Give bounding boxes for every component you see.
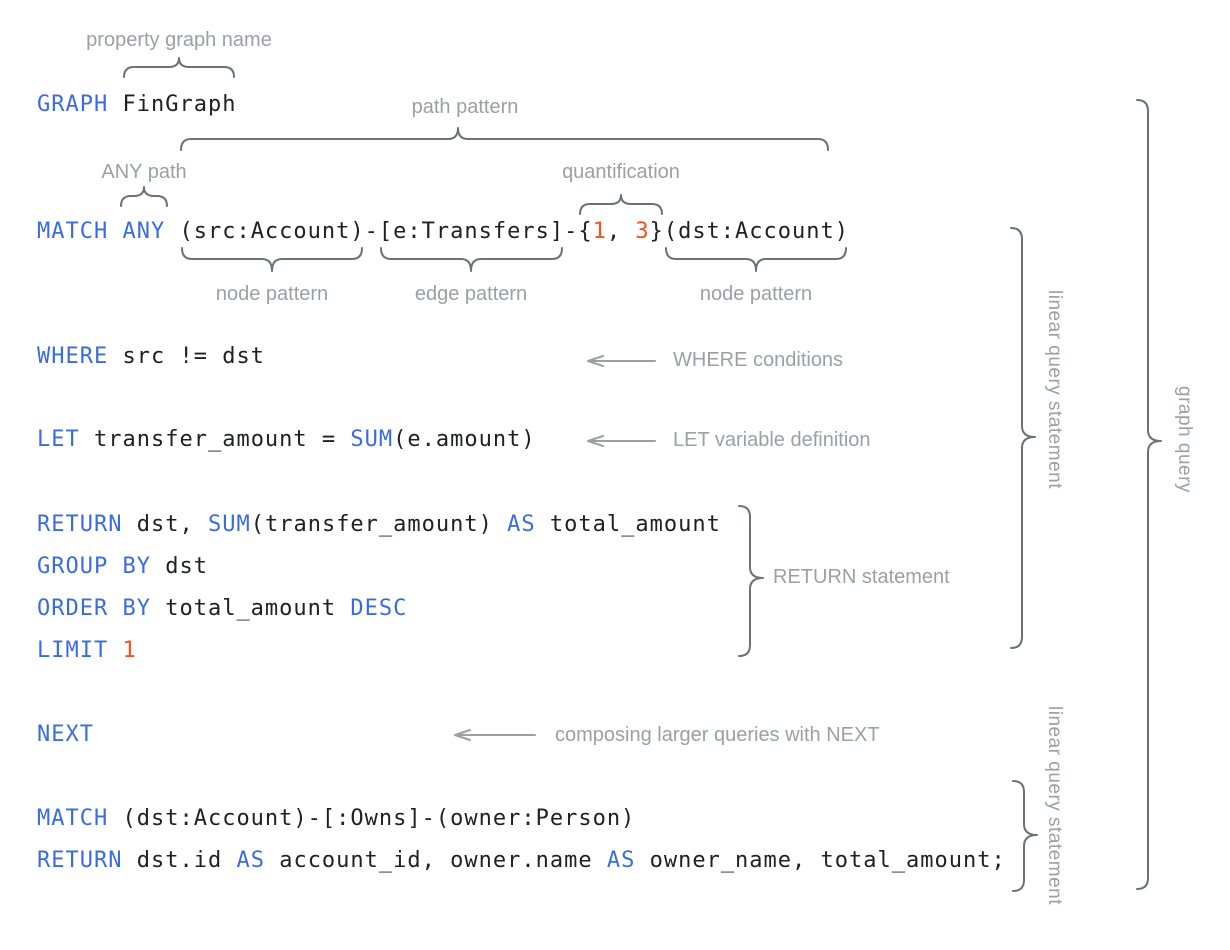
brace-path-pattern — [180, 127, 829, 151]
code-text: (src:Account)-[e:Transfers]-{ — [165, 219, 593, 244]
code-line-let: LET transfer_amount = SUM(e.amount) — [37, 427, 536, 453]
left-arrow-icon — [454, 729, 536, 741]
label-let-variable-definition: LET variable definition — [673, 429, 871, 451]
number-literal: 1 — [122, 638, 137, 663]
code-line-match-2: MATCH (dst:Account)-[:Owns]-(owner:Perso… — [37, 806, 635, 832]
code-line-limit: LIMIT 1 — [37, 638, 137, 664]
keyword: WHERE — [37, 344, 109, 369]
label-where-conditions: WHERE conditions — [673, 349, 844, 371]
code-text: owner_name, total_amount; — [635, 848, 1006, 873]
code-text — [108, 638, 122, 663]
left-arrow-icon — [587, 355, 656, 367]
number-literal: 3 — [635, 219, 650, 244]
keyword: AS — [236, 848, 265, 873]
code-line-next: NEXT — [37, 722, 94, 748]
code-text: (transfer_amount) — [250, 512, 508, 537]
keyword: GROUP BY — [37, 554, 151, 579]
keyword: SUM — [207, 512, 251, 537]
number-literal: 1 — [592, 219, 607, 244]
brace-node-pattern-2 — [665, 247, 847, 272]
label-linear-query-statement-2: linear query statement — [1044, 706, 1065, 905]
brace-graph-query — [1136, 99, 1162, 890]
code-line-group-by: GROUP BY dst — [37, 554, 208, 580]
keyword: AS — [507, 512, 536, 537]
code-text: dst, — [122, 512, 208, 537]
code-line-graph: GRAPH FinGraph — [37, 92, 236, 118]
code-text: account_id, owner.name — [264, 848, 607, 873]
label-linear-query-statement-1: linear query statement — [1044, 290, 1065, 489]
code-text: total_amount — [150, 596, 351, 621]
label-quantification: quantification — [562, 161, 680, 183]
code-text: FinGraph — [108, 92, 237, 117]
left-arrow-icon — [587, 435, 656, 447]
keyword: NEXT — [37, 722, 94, 747]
label-path-pattern: path pattern — [411, 96, 519, 118]
code-line-return-2: RETURN dst.id AS account_id, owner.name … — [37, 848, 1006, 874]
code-text: dst — [150, 554, 208, 579]
keyword: MATCH ANY — [37, 219, 166, 244]
brace-edge-pattern — [380, 247, 563, 272]
label-composing-next: composing larger queries with NEXT — [555, 724, 880, 746]
code-text: (dst:Account)-[:Owns]-(owner:Person) — [108, 806, 636, 831]
keyword: RETURN — [37, 848, 123, 873]
keyword: LET — [37, 427, 80, 452]
code-line-return-1: RETURN dst, SUM(transfer_amount) AS tota… — [37, 512, 721, 538]
code-text: (e.amount) — [393, 427, 536, 452]
keyword: GRAPH — [37, 92, 109, 117]
keyword: RETURN — [37, 512, 123, 537]
code-line-order-by: ORDER BY total_amount DESC — [37, 596, 407, 622]
keyword: AS — [606, 848, 636, 873]
code-line-where: WHERE src != dst — [37, 344, 265, 370]
label-node-pattern-1: node pattern — [215, 283, 329, 305]
code-text: , — [606, 219, 636, 244]
label-property-graph-name: property graph name — [86, 29, 272, 51]
keyword: LIMIT — [37, 638, 109, 663]
label-any-path: ANY path — [101, 161, 187, 183]
code-text: src != dst — [108, 344, 265, 369]
code-text: transfer_amount = — [79, 427, 351, 452]
brace-linear-query-statement-2 — [1012, 780, 1038, 892]
code-text: }(dst:Account) — [649, 219, 850, 244]
code-text: total_amount — [535, 512, 721, 537]
label-graph-query: graph query — [1174, 386, 1195, 493]
brace-property-graph-name — [123, 57, 235, 78]
label-return-statement: RETURN statement — [773, 566, 950, 588]
keyword: ORDER BY — [37, 596, 151, 621]
label-node-pattern-2: node pattern — [699, 283, 813, 305]
brace-return-statement — [738, 505, 764, 657]
keyword: MATCH — [37, 806, 109, 831]
brace-any-path — [120, 186, 168, 207]
label-edge-pattern: edge pattern — [414, 283, 528, 305]
keyword: DESC — [350, 596, 408, 621]
code-line-match-any: MATCH ANY (src:Account)-[e:Transfers]-{1… — [37, 219, 849, 245]
code-text: dst.id — [122, 848, 237, 873]
brace-linear-query-statement-1 — [1010, 227, 1036, 649]
keyword: SUM — [350, 427, 394, 452]
brace-quantification — [579, 194, 663, 215]
brace-node-pattern-1 — [181, 247, 363, 272]
